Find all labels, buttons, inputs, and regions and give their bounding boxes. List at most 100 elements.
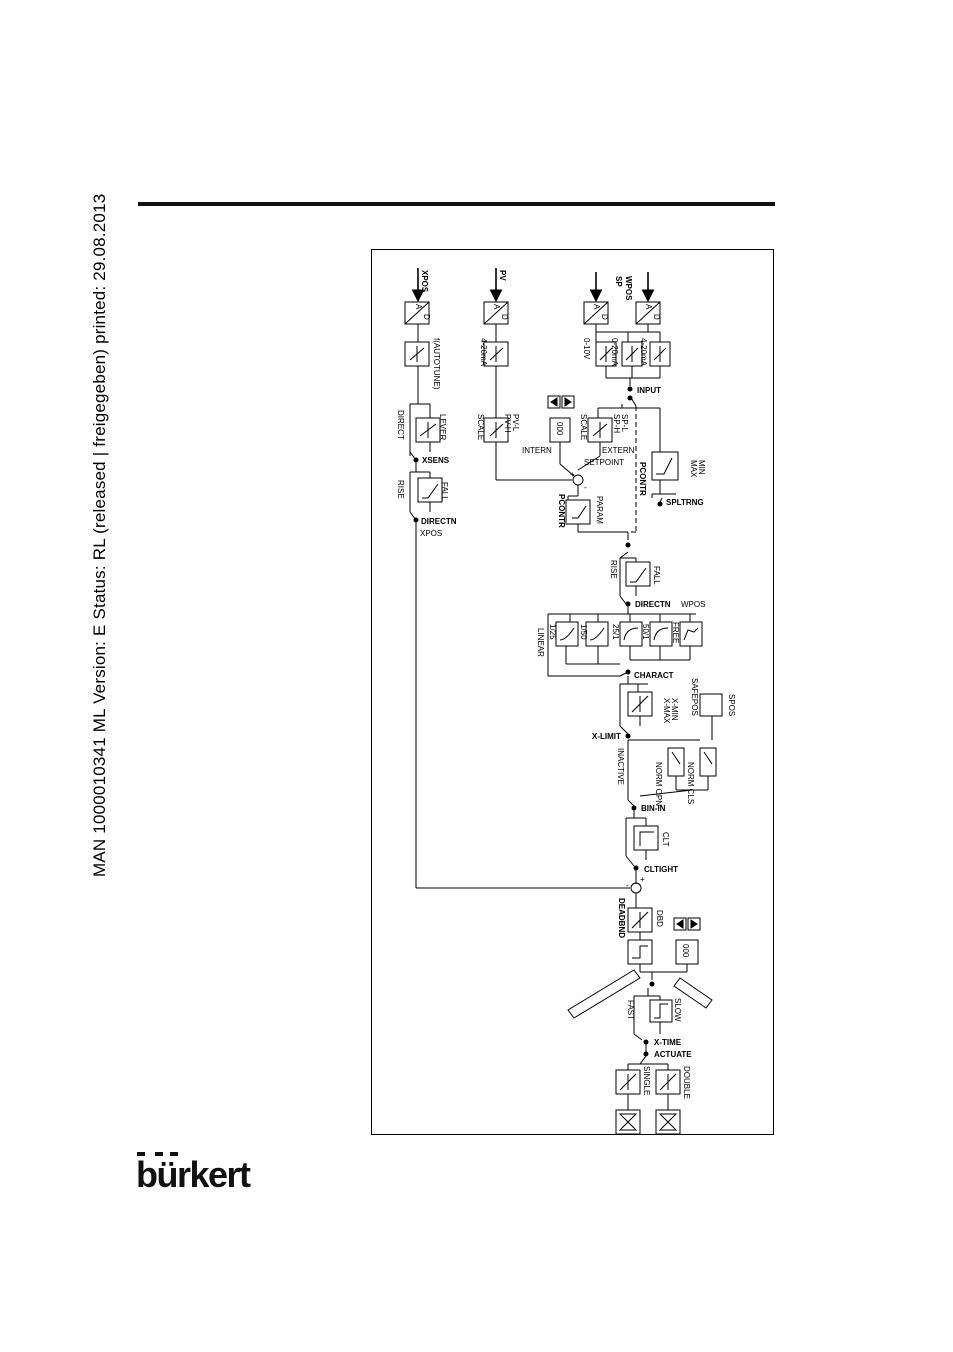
charact-free-block bbox=[679, 621, 703, 647]
single-label: SINGLE bbox=[642, 1066, 651, 1095]
fall-x-label: FALL bbox=[440, 482, 449, 501]
sp-ad-a: A bbox=[592, 304, 601, 310]
x-min-label: X-MIN bbox=[670, 698, 679, 721]
sp-ad-d: D bbox=[600, 314, 609, 320]
range-4-20ma-label: 4-20mA bbox=[639, 338, 648, 367]
wpos-ad-d: D bbox=[652, 314, 661, 320]
norm-opn-switch bbox=[667, 747, 685, 777]
range-0-20ma-label: 0-20mA bbox=[610, 338, 619, 367]
x-limit-node-label: X-LIMIT bbox=[592, 732, 621, 741]
min-label: MIN bbox=[697, 460, 706, 475]
charact-node-label: CHARACT bbox=[634, 671, 674, 680]
deadbnd-label: DEADBND bbox=[617, 898, 626, 938]
deviation-plus: + bbox=[640, 875, 645, 884]
setpoint-minus: - bbox=[584, 483, 587, 492]
fast-slider bbox=[567, 969, 641, 1019]
intern-key-down bbox=[547, 395, 561, 409]
deviation-summing-junction bbox=[630, 882, 642, 894]
xpos-ad-d: D bbox=[422, 314, 431, 320]
xpos-small-label: XPOS bbox=[420, 529, 442, 538]
clt-label: CLT bbox=[661, 832, 670, 847]
charact-25-1-block bbox=[619, 621, 643, 647]
pv-l-label: PV-L bbox=[511, 414, 520, 432]
rise-x-label: RISE bbox=[396, 480, 405, 499]
linear-label: LINEAR bbox=[536, 628, 545, 657]
pv-h-label: PV-H bbox=[503, 414, 512, 433]
intern-key-up bbox=[561, 395, 575, 409]
norm-opn-label: NORM OPN bbox=[654, 762, 663, 806]
charact-25-1-label: 25/1 bbox=[611, 624, 620, 640]
x-max-label: X-MAX bbox=[662, 698, 671, 724]
norm-cls-label: NORM CLS bbox=[686, 762, 695, 804]
rise-w-label: RISE bbox=[609, 560, 618, 579]
header-rule bbox=[138, 202, 775, 206]
directn-w-node-label: DIRECTN bbox=[635, 600, 671, 609]
switch-nodes bbox=[413, 386, 663, 1057]
clt-block bbox=[633, 825, 659, 851]
extern-label: EXTERN bbox=[602, 446, 635, 455]
setpoint-label: SETPOINT bbox=[584, 458, 624, 467]
sp-h-label: SP-H bbox=[612, 414, 621, 433]
charact-1-50-label: 1/50 bbox=[579, 624, 588, 640]
deviation-minus: - bbox=[626, 881, 629, 890]
spos-label: SPOS bbox=[727, 694, 736, 716]
dbd-label: DBD bbox=[655, 910, 664, 927]
cltight-node-label: CLTIGHT bbox=[644, 865, 678, 874]
direct-label: DIRECT bbox=[396, 410, 405, 440]
actuate-node-label: ACTUATE bbox=[654, 1050, 692, 1059]
autotune-block bbox=[404, 341, 430, 367]
wpos-input-label: WPOS bbox=[624, 276, 633, 301]
x-time-node-label: X-TIME bbox=[654, 1038, 682, 1047]
pv-ad-a: A bbox=[492, 304, 501, 310]
fast-label: FAST bbox=[626, 1000, 635, 1020]
slow-slider bbox=[673, 977, 713, 1009]
wpos-ad-a: A bbox=[644, 304, 653, 310]
fall-block-w bbox=[625, 561, 651, 587]
dbd-key-up bbox=[687, 917, 701, 931]
slow-block bbox=[649, 999, 673, 1023]
charact-1-25-label: 1/25 bbox=[548, 624, 557, 640]
slow-label: SLOW bbox=[673, 998, 682, 1022]
charact-1-25-block bbox=[555, 621, 579, 647]
directn-x-node-label: DIRECTN bbox=[421, 517, 457, 526]
buerkert-logo: bürkert bbox=[136, 1152, 253, 1193]
inactive-label: INACTIVE bbox=[616, 748, 625, 785]
wpos-small-label: WPOS bbox=[681, 600, 705, 609]
pcontr-left-label: PCONTR bbox=[557, 494, 566, 528]
pv-input-label: PV bbox=[498, 270, 507, 281]
fall-w-label: FALL bbox=[652, 566, 661, 585]
brand-name: bürkert bbox=[136, 1154, 251, 1193]
double-valve-symbol bbox=[655, 1109, 681, 1135]
charact-50-1-block bbox=[649, 621, 673, 647]
spltrng-node-label: SPLTRNG bbox=[666, 498, 704, 507]
diagram-frame bbox=[371, 249, 774, 1135]
pv-scale-label: SCALE bbox=[476, 414, 485, 440]
dbd-display-value: 000 bbox=[681, 944, 690, 958]
intern-label: INTERN bbox=[522, 446, 552, 455]
f-autotune-label: f(AUTOTUNE) bbox=[432, 338, 441, 390]
lever-block bbox=[415, 417, 441, 443]
pcontr-right-label: PCONTR bbox=[638, 462, 647, 496]
xpos-ad-converter bbox=[404, 301, 430, 325]
range-0-10v-label: 0-10V bbox=[582, 338, 591, 360]
fall-block-x bbox=[417, 477, 443, 503]
pcontr-block bbox=[565, 499, 591, 525]
charact-free-label: FREE bbox=[671, 622, 680, 643]
param-label: PARAM bbox=[595, 496, 604, 524]
xsens-node-label: XSENS bbox=[422, 456, 450, 465]
spos-block bbox=[699, 693, 723, 717]
sp-scale-label: SCALE bbox=[579, 414, 588, 440]
single-valve-symbol bbox=[615, 1109, 641, 1135]
xpos-input-label: XPOS bbox=[420, 270, 429, 293]
lever-label: LEVER bbox=[438, 414, 447, 440]
max-label: MAX bbox=[689, 460, 698, 478]
charact-1-50-block bbox=[585, 621, 609, 647]
pv-ad-d: D bbox=[500, 314, 509, 320]
intern-display-value: 000 bbox=[555, 422, 564, 436]
min-max-block bbox=[651, 451, 679, 481]
safepos-label: SAFEPOS bbox=[690, 678, 699, 716]
norm-cls-switch bbox=[699, 747, 717, 777]
dbd-key-down bbox=[673, 917, 687, 931]
double-label: DOUBLE bbox=[682, 1066, 691, 1099]
